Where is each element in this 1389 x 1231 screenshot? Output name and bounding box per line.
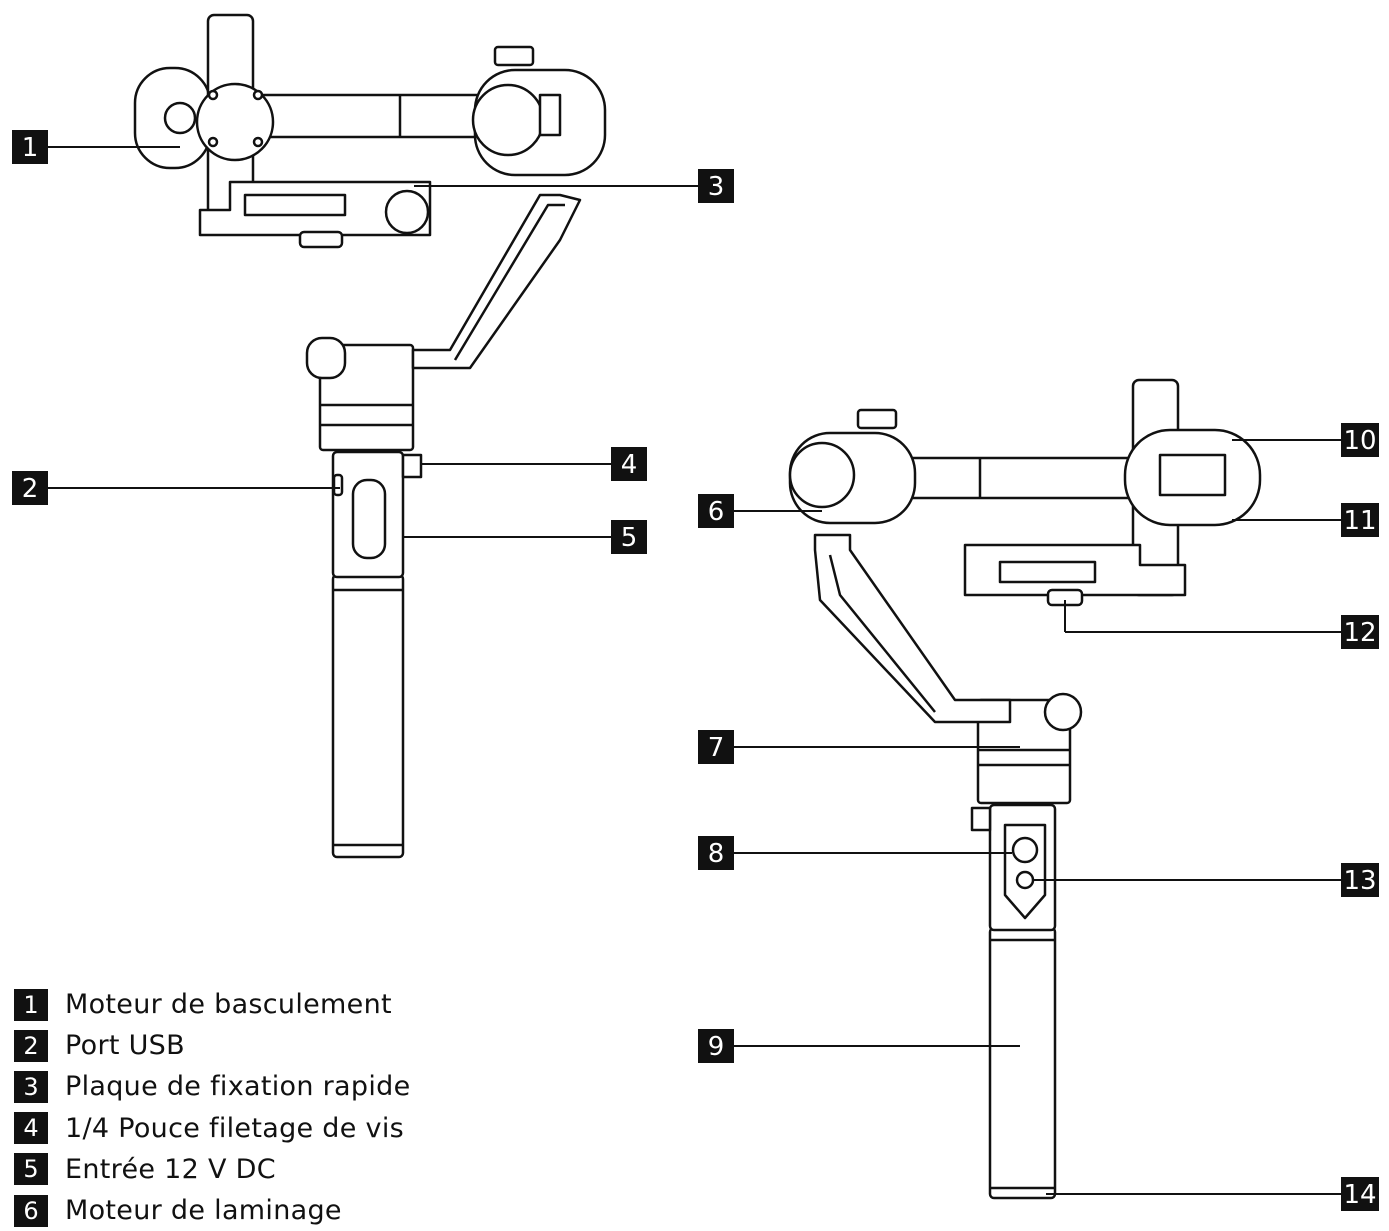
svg-text:9: 9 [708, 1032, 725, 1062]
svg-text:11: 11 [1343, 506, 1376, 536]
callout-6: 6 [698, 494, 734, 528]
legend-badge: 1 [14, 988, 48, 1021]
legend-badge: 3 [14, 1070, 48, 1103]
legend-item: 5 Entrée 12 V DC [14, 1149, 410, 1190]
callout-7: 7 [698, 730, 734, 764]
legend: 1 Moteur de basculement 2 Port USB 3 Plaque… [14, 984, 410, 1231]
legend-item: 2 Port USB [14, 1025, 410, 1066]
legend-badge: 2 [14, 1029, 48, 1062]
svg-text:4: 4 [621, 450, 638, 480]
legend-label: Moteur de laminage [65, 1195, 342, 1227]
svg-text:13: 13 [1343, 866, 1376, 896]
svg-text:10: 10 [1343, 426, 1376, 456]
callout-2: 2 [12, 471, 48, 505]
callout-5: 5 [611, 520, 647, 554]
legend-label: Moteur de basculement [65, 989, 392, 1021]
callout-9: 9 [698, 1029, 734, 1063]
legend-item: 4 1/4 Pouce filetage de vis [14, 1108, 410, 1149]
callout-14: 14 [1341, 1177, 1379, 1211]
legend-item: 6 Moteur de laminage [14, 1190, 410, 1231]
svg-text:2: 2 [22, 474, 39, 504]
legend-label: 1/4 Pouce filetage de vis [65, 1112, 404, 1144]
svg-text:7: 7 [708, 733, 725, 763]
legend-badge: 4 [14, 1112, 48, 1145]
legend-badge: 6 [14, 1194, 48, 1227]
svg-text:14: 14 [1343, 1180, 1376, 1210]
callout-4: 4 [611, 447, 647, 481]
legend-item: 1 Moteur de basculement [14, 984, 410, 1025]
callout-13: 13 [1341, 863, 1379, 897]
legend-label: Plaque de fixation rapide [65, 1071, 411, 1103]
svg-text:5: 5 [621, 523, 638, 553]
svg-text:12: 12 [1343, 618, 1376, 648]
svg-text:1: 1 [22, 133, 39, 163]
callout-1: 1 [12, 130, 48, 164]
callout-11: 11 [1341, 503, 1379, 537]
legend-label: Port USB [65, 1030, 185, 1062]
legend-label: Entrée 12 V DC [65, 1153, 276, 1185]
gimbal-rear-view [788, 378, 1262, 1200]
callout-10: 10 [1341, 423, 1379, 457]
callout-3: 3 [698, 169, 734, 203]
legend-badge: 5 [14, 1153, 48, 1186]
legend-item: 3 Plaque de fixation rapide [14, 1066, 410, 1107]
callout-12: 12 [1341, 615, 1379, 649]
svg-text:6: 6 [708, 497, 725, 527]
svg-text:8: 8 [708, 839, 725, 869]
leader-lines [48, 146, 1341, 1195]
svg-text:3: 3 [708, 172, 725, 202]
callout-8: 8 [698, 836, 734, 870]
gimbal-front-view [133, 13, 607, 859]
